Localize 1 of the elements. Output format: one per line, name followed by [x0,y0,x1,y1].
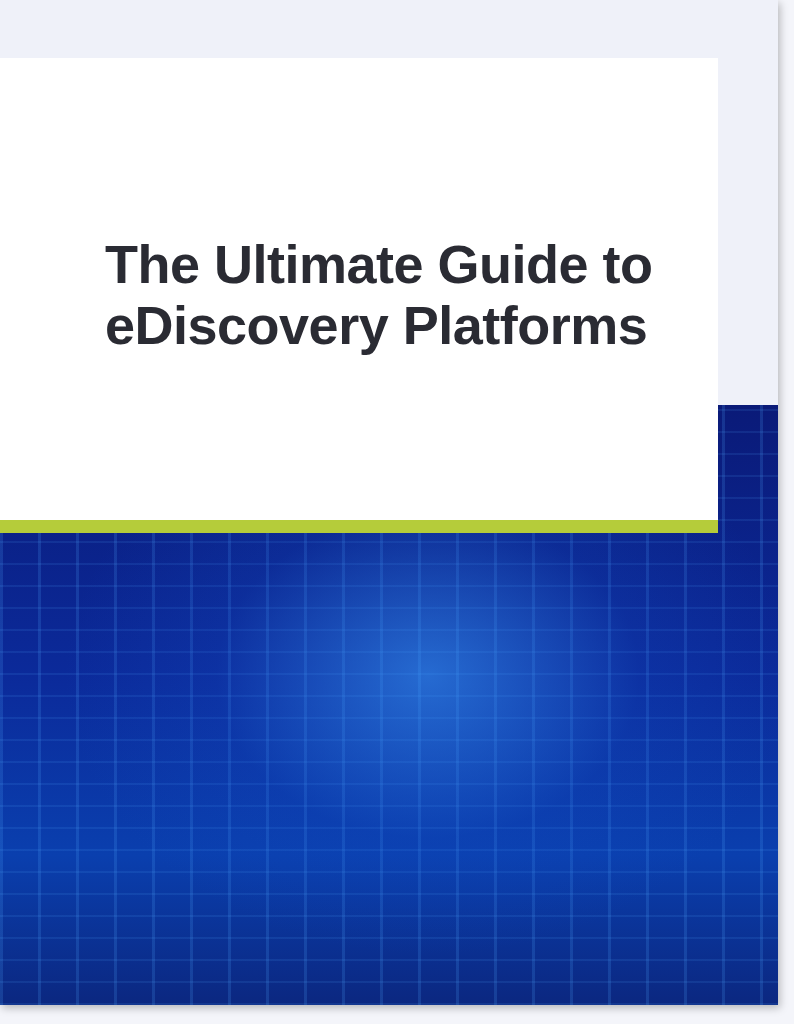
title: The Ultimate Guide to eDiscovery Platforms [105,234,654,356]
